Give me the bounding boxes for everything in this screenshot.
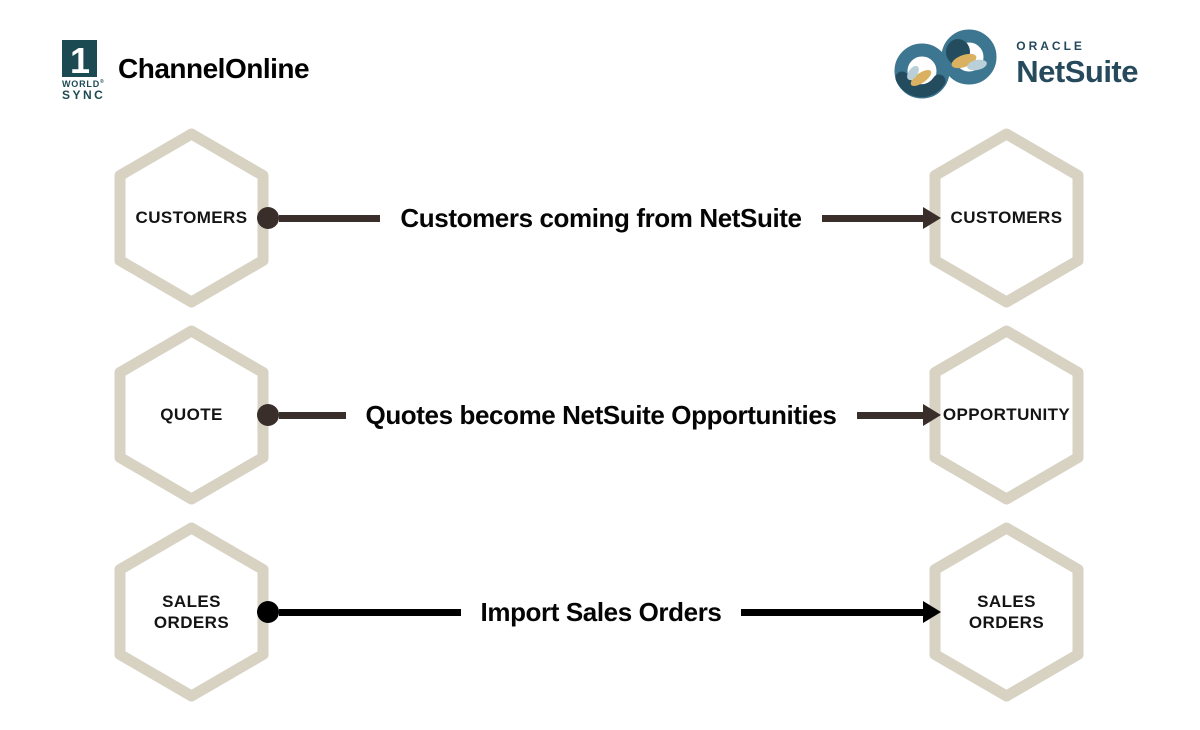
flow-arrow-sales-orders: Import Sales Orders: [257, 597, 941, 628]
hex-label: QUOTE: [160, 405, 223, 425]
flow-arrow-customers: Customers coming from NetSuite: [257, 202, 942, 234]
oracle-netsuite-brand: ORACLE NetSuite: [890, 28, 1138, 100]
arrow-line: [279, 214, 381, 222]
product-name: ChannelOnline: [118, 53, 310, 84]
hex-label: CUSTOMERS: [950, 208, 1063, 228]
hex-customers-left: CUSTOMERS: [114, 128, 269, 308]
hexagon-shape: [114, 325, 269, 505]
arrow-line: [821, 214, 924, 222]
arrowhead-icon: [923, 404, 941, 426]
worldsync-mark: 1: [69, 39, 90, 81]
worldsync-logo: 1 WORLD® SYNC: [62, 39, 106, 102]
channelonline-brand: 1 WORLD® SYNC ChannelOnline: [62, 39, 310, 102]
hex-quote: QUOTE: [114, 325, 269, 505]
arrow-origin-dot: [257, 404, 279, 426]
hex-customers-right: CUSTOMERS: [929, 128, 1084, 308]
flow-row-customers: CUSTOMERS Customers coming from NetSuite…: [114, 128, 1084, 308]
arrow-line: [279, 608, 461, 616]
hex-opportunity: OPPORTUNITY: [929, 325, 1084, 505]
hexagon-shape: [114, 128, 269, 308]
flow-label: Import Sales Orders: [480, 596, 722, 627]
hex-label: OPPORTUNITY: [942, 405, 1071, 425]
hexagon-shape: [929, 128, 1084, 308]
netsuite-name: NetSuite: [1016, 53, 1138, 89]
arrow-line: [741, 608, 923, 616]
netsuite-swirl-icon: [894, 29, 997, 99]
worldsync-word-sync: SYNC: [62, 88, 106, 102]
flow-arrow-quote: Quotes become NetSuite Opportunities: [257, 400, 941, 431]
hexagon-shape: [929, 325, 1084, 505]
flow-label: Customers coming from NetSuite: [400, 202, 802, 233]
hexagon-shape: [114, 522, 269, 702]
arrow-line: [279, 411, 346, 419]
oracle-wordmark: ORACLE: [1016, 38, 1085, 53]
arrow-origin-dot: [257, 207, 279, 229]
hex-label: CUSTOMERS: [135, 208, 248, 228]
arrowhead-icon: [923, 601, 941, 623]
worldsync-word-world: WORLD®: [62, 79, 105, 89]
arrowhead-icon: [923, 207, 942, 229]
registered-mark: ®: [100, 79, 105, 85]
netsuite-wordmark: ORACLE NetSuite: [1016, 39, 1138, 90]
flow-label: Quotes become NetSuite Opportunities: [365, 399, 837, 430]
arrow-origin-dot: [257, 601, 279, 623]
worldsync-logo-icon: 1: [62, 39, 97, 81]
arrow-line: [856, 411, 923, 419]
flow-row-quote: QUOTE Quotes become NetSuite Opportuniti…: [114, 325, 1084, 505]
hexagon-shape: [929, 522, 1084, 702]
